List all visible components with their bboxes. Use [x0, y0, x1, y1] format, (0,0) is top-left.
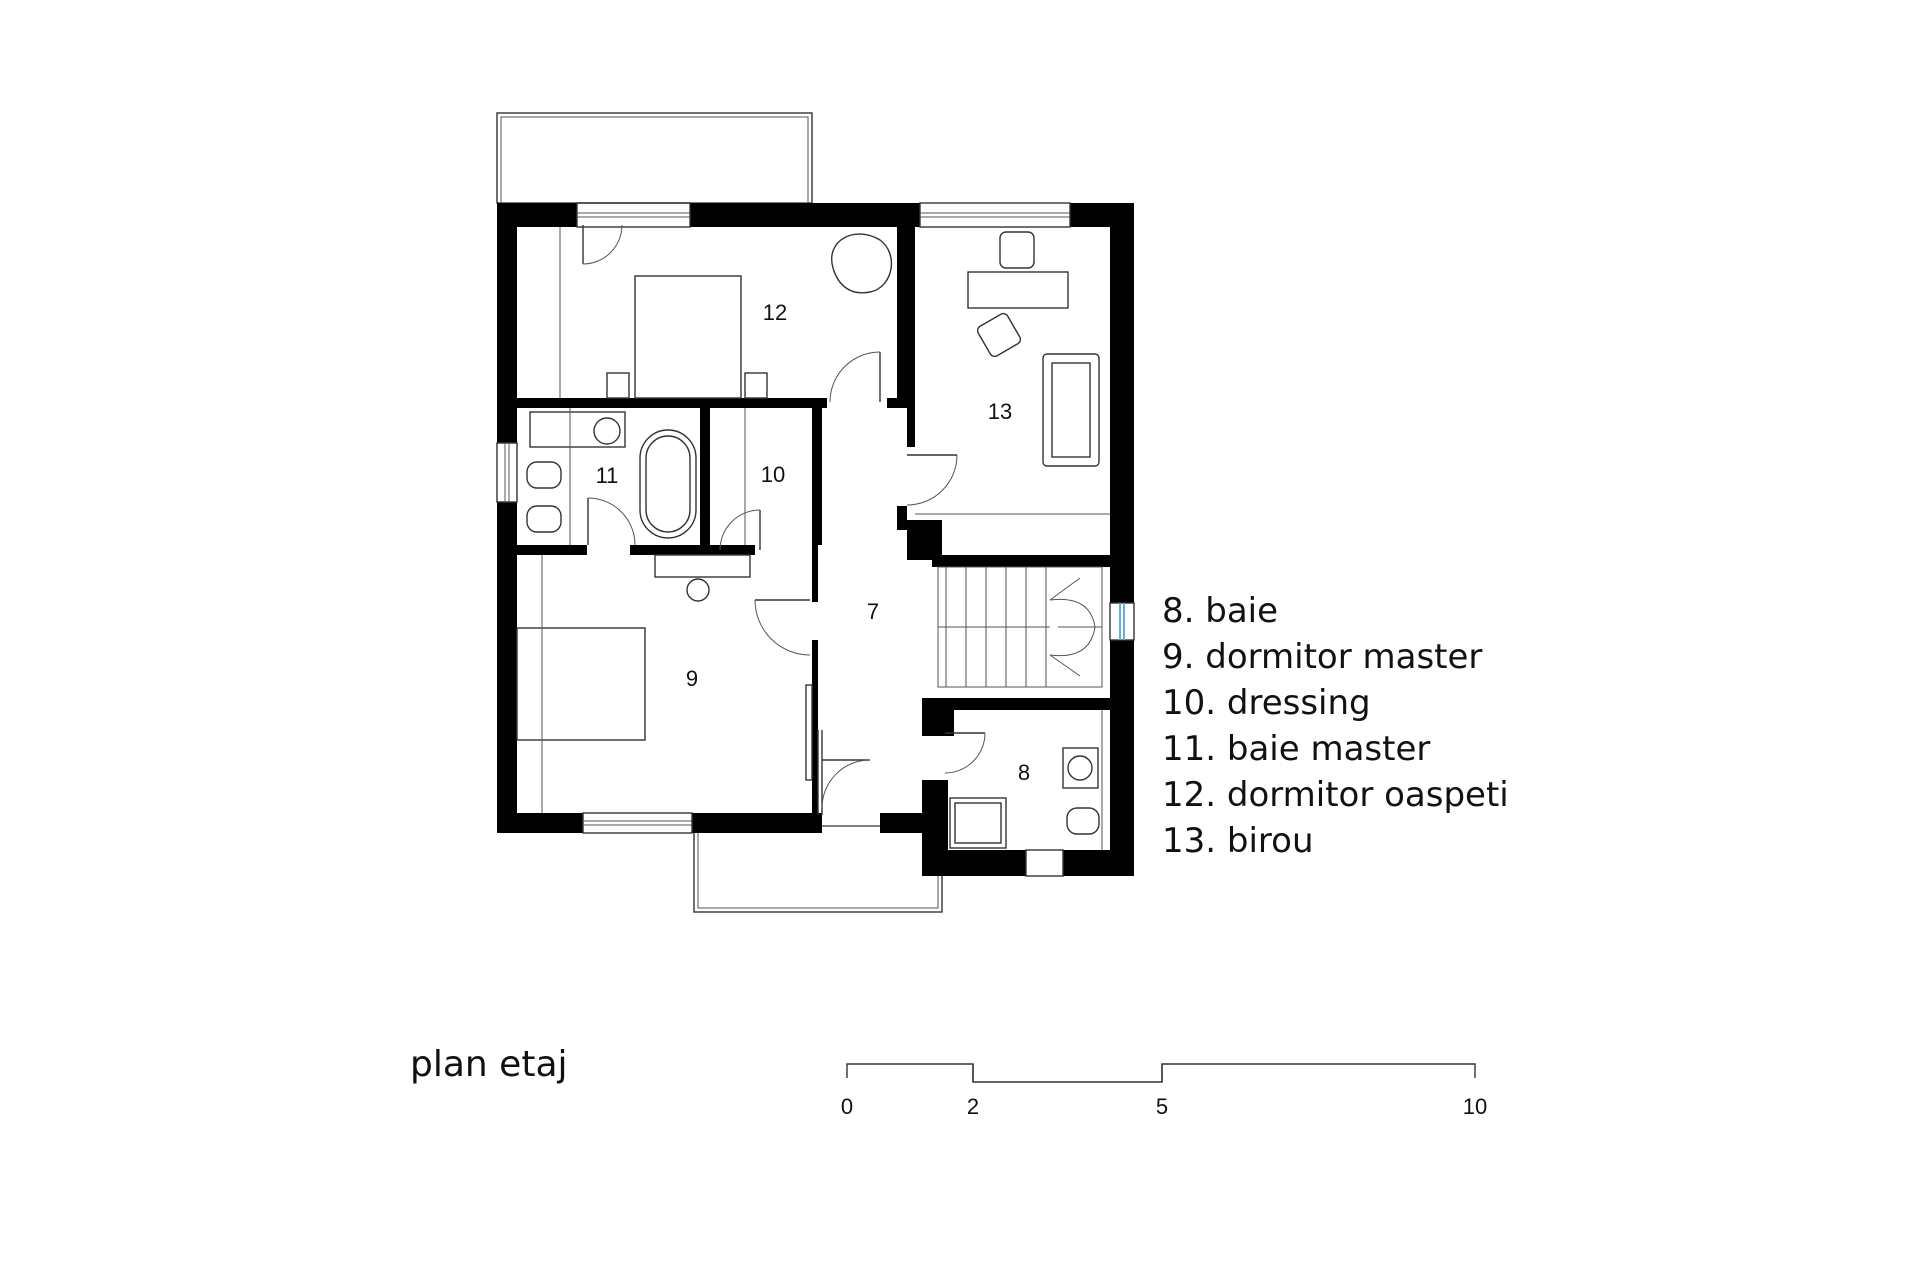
scale-label-10: 10: [1463, 1094, 1487, 1119]
legend-item: 12. dormitor oaspeti: [1162, 775, 1509, 815]
plan-title: plan etaj: [410, 1044, 568, 1085]
room-number-12: 12: [763, 300, 787, 325]
room-13-furniture: [915, 231, 1110, 515]
interior-walls: [517, 227, 1112, 820]
room-number-13: 13: [988, 399, 1012, 424]
staircase: [937, 566, 1103, 688]
room-number-10: 10: [761, 462, 785, 487]
room-11-furniture: [526, 408, 697, 545]
scale-bar: 0 2 5 10: [841, 1063, 1487, 1119]
exterior-walls: [497, 203, 1134, 876]
legend-item: 10. dressing: [1162, 683, 1371, 723]
doors: [582, 224, 986, 815]
room-legend: 8. baie 9. dormitor master 10. dressing …: [1162, 588, 1509, 864]
scale-label-5: 5: [1156, 1094, 1168, 1119]
room-8-furniture: [949, 710, 1103, 850]
bottom-balcony: [693, 825, 943, 913]
top-balcony: [496, 112, 813, 204]
legend-item: 8. baie: [1162, 591, 1279, 631]
scale-label-0: 0: [841, 1094, 853, 1119]
room-number-11: 11: [596, 463, 619, 488]
scale-label-2: 2: [967, 1094, 979, 1119]
room-number-9: 9: [686, 666, 698, 691]
legend-item: 11. baie master: [1162, 729, 1431, 769]
room-number-7: 7: [867, 599, 879, 624]
legend-item: 13. birou: [1162, 821, 1314, 861]
windows: [496, 202, 1135, 877]
room-number-8: 8: [1018, 760, 1030, 785]
legend-item: 9. dormitor master: [1162, 637, 1483, 677]
room-12-furniture: [559, 227, 893, 399]
room-9-furniture: [516, 554, 813, 813]
